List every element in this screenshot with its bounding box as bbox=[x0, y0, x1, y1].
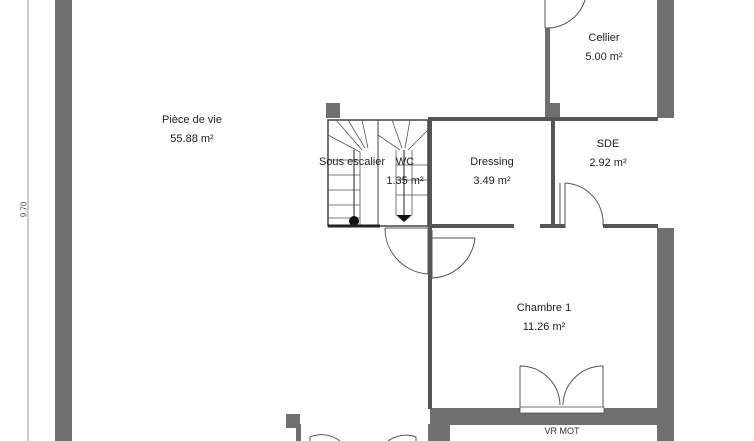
room-area: 5.00 m² bbox=[585, 51, 623, 63]
bottom-post-left-stem bbox=[296, 424, 301, 441]
stair-steps bbox=[327, 119, 429, 226]
window-right-leaf bbox=[562, 365, 604, 410]
room-living: Pièce de vie 55.88 m² bbox=[140, 114, 244, 146]
room-sous-escalier: Sous escalier bbox=[314, 156, 390, 169]
right-exterior-wall-bottom bbox=[657, 228, 674, 441]
bottom-wall-corner bbox=[430, 408, 450, 441]
dressing-right-wall bbox=[551, 117, 555, 227]
room-area: 11.26 m² bbox=[522, 321, 566, 333]
stair-post bbox=[326, 103, 340, 118]
upper-partition bbox=[428, 117, 658, 121]
room-name: Sous escalier bbox=[318, 156, 386, 168]
cellier-left-wall bbox=[545, 28, 550, 118]
wc-door bbox=[384, 227, 429, 275]
room-name: Chambre 1 bbox=[516, 302, 572, 314]
sde-door bbox=[564, 182, 604, 228]
window-label: VR MOT bbox=[544, 426, 580, 436]
left-exterior-wall bbox=[55, 0, 72, 441]
lower-partition-right bbox=[603, 224, 658, 228]
wc-right-wall bbox=[428, 117, 432, 227]
room-area: 1.35 m² bbox=[386, 175, 424, 187]
bottom-post-right bbox=[428, 424, 433, 441]
room-name: Pièce de vie bbox=[162, 114, 222, 126]
room-chambre: Chambre 1 11.26 m² bbox=[498, 302, 590, 334]
room-wc: WC 1.35 m² bbox=[380, 156, 430, 188]
bottom-exterior-wall bbox=[430, 408, 674, 425]
room-cellier: Cellier 5.00 m² bbox=[564, 32, 644, 64]
room-area: 55.88 m² bbox=[170, 133, 214, 145]
window-left-leaf bbox=[519, 365, 561, 410]
room-dressing: Dressing 3.49 m² bbox=[452, 156, 532, 188]
room-name: Cellier bbox=[588, 32, 620, 44]
right-exterior-wall-top bbox=[657, 0, 674, 118]
chambre-door bbox=[431, 230, 476, 279]
stair-arrow-head bbox=[396, 215, 412, 222]
stair-start-dot bbox=[349, 216, 359, 226]
dimension-label: 9.70 bbox=[19, 201, 29, 218]
room-name: WC bbox=[395, 156, 415, 168]
lower-partition-mid bbox=[540, 224, 565, 228]
room-sde: SDE 2.92 m² bbox=[578, 138, 638, 170]
room-name: Dressing bbox=[470, 156, 514, 168]
room-area: 3.49 m² bbox=[473, 175, 511, 187]
room-area: 2.92 m² bbox=[589, 157, 627, 169]
cellier-post bbox=[548, 103, 560, 118]
chambre-left-wall bbox=[428, 228, 432, 409]
window-sill bbox=[519, 406, 605, 414]
lower-partition-left bbox=[428, 224, 514, 228]
room-name: SDE bbox=[596, 138, 620, 150]
cellier-door bbox=[544, 0, 586, 29]
